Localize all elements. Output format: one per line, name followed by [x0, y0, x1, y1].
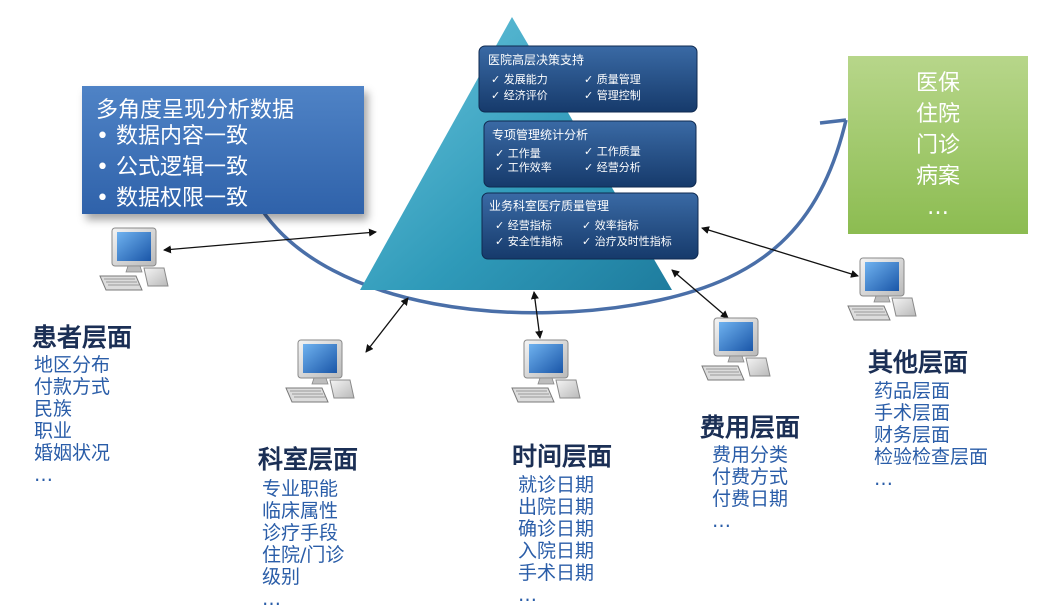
pyramid-panel-middle: 专项管理统计分析 ✓ 工作量 ✓ 工作质量 ✓ 工作效率 ✓ 经营分析	[483, 120, 697, 188]
data-source-box: 医保 住院 门诊 病案 …	[848, 56, 1028, 234]
list-item: 专业职能	[262, 478, 339, 500]
list-item: 婚姻状况	[34, 442, 111, 464]
list-item: 级别	[262, 566, 301, 588]
callout-heading: 多角度呈现分析数据	[96, 98, 295, 123]
panel-item: ✓ 管理控制	[584, 88, 641, 102]
list-item: 民族	[34, 398, 73, 420]
time-list: 就诊日期 出院日期 确诊日期 入院日期 手术日期 …	[518, 474, 594, 606]
panel-item: ✓ 效率指标	[582, 218, 639, 232]
list-item: 职业	[34, 420, 73, 442]
pyramid-panel-bottom: 业务科室医疗质量管理 ✓ 经营指标 ✓ 效率指标 ✓ 安全性指标 ✓ 治疗及时性…	[481, 192, 699, 260]
list-item: …	[874, 468, 893, 490]
list-item: …	[34, 464, 53, 486]
list-item: 费用分类	[712, 444, 789, 466]
list-item: 出院日期	[518, 496, 595, 518]
panel-title: 专项管理统计分析	[492, 127, 588, 142]
list-item: 地区分布	[34, 354, 111, 376]
cost-list: 费用分类 付费方式 付费日期 …	[712, 444, 788, 532]
panel-item: ✓ 发展能力	[491, 72, 548, 86]
panel-item: ✓ 质量管理	[584, 72, 641, 86]
data-source-item: 住院	[915, 102, 960, 127]
cost-title: 费用层面	[700, 413, 801, 442]
callout-bullet: • 数据权限一致	[96, 186, 248, 211]
data-source-item: 门诊	[915, 133, 960, 158]
list-item: 手术层面	[874, 402, 951, 424]
list-item: …	[518, 584, 537, 606]
list-item: …	[262, 588, 281, 610]
panel-item: ✓ 经营分析	[584, 160, 641, 174]
arrow-other	[701, 226, 859, 278]
panel-item: ✓ 治疗及时性指标	[582, 234, 672, 248]
panel-title: 医院高层决策支持	[488, 52, 584, 67]
callout-bullet: • 数据内容一致	[96, 124, 248, 149]
list-item: 诊疗手段	[262, 522, 339, 544]
list-item: 住院/门诊	[262, 544, 345, 566]
list-item: 确诊日期	[518, 518, 595, 540]
pyramid-panel-top: 医院高层决策支持 ✓ 发展能力 ✓ 质量管理 ✓ 经济评价 ✓ 管理控制	[478, 45, 698, 113]
panel-item: ✓ 工作质量	[584, 145, 641, 158]
data-source-item: 病案	[915, 164, 960, 189]
arrow-patient	[163, 228, 377, 254]
list-item: 药品层面	[874, 380, 951, 402]
panel-item: ✓ 经营指标	[495, 218, 552, 232]
list-item: …	[712, 510, 731, 532]
panel-item: ✓ 工作量	[495, 147, 541, 160]
patient-title: 患者层面	[32, 323, 133, 352]
other-title: 其他层面	[868, 348, 969, 377]
analysis-callout: 多角度呈现分析数据 • 数据内容一致 • 公式逻辑一致 • 数据权限一致	[82, 86, 364, 214]
other-list: 药品层面 手术层面 财务层面 检验检查层面 …	[874, 380, 988, 490]
computer-icon	[847, 257, 917, 321]
list-item: 检验检查层面	[874, 446, 989, 468]
list-item: 付费日期	[712, 488, 789, 510]
panel-item: ✓ 安全性指标	[495, 234, 563, 248]
computer-icon	[701, 317, 771, 381]
panel-item: ✓ 工作效率	[495, 160, 552, 174]
patient-list: 地区分布 付款方式 民族 职业 婚姻状况 …	[34, 354, 110, 486]
time-title: 时间层面	[512, 442, 613, 471]
callout-bullet: • 公式逻辑一致	[96, 155, 248, 180]
arrow-cost	[671, 269, 729, 319]
department-title: 科室层面	[258, 445, 359, 474]
data-source-item: 医保	[915, 71, 960, 96]
computer-icon	[285, 339, 355, 403]
panel-title: 业务科室医疗质量管理	[489, 198, 609, 213]
arrow-time	[530, 291, 544, 339]
connecting-arc	[260, 119, 848, 315]
arrow-department	[365, 297, 409, 353]
list-item: 付款方式	[34, 376, 111, 398]
list-item: 财务层面	[874, 424, 951, 446]
panel-item: ✓ 经济评价	[491, 88, 548, 102]
department-list: 专业职能 临床属性 诊疗手段 住院/门诊 级别 …	[262, 478, 344, 610]
list-item: 手术日期	[518, 562, 595, 584]
list-item: 入院日期	[518, 540, 595, 562]
data-source-item: …	[927, 195, 949, 220]
list-item: 付费方式	[712, 466, 789, 488]
list-item: 就诊日期	[518, 474, 595, 496]
computer-icon	[99, 227, 169, 291]
list-item: 临床属性	[262, 500, 339, 522]
computer-icon	[511, 339, 581, 403]
